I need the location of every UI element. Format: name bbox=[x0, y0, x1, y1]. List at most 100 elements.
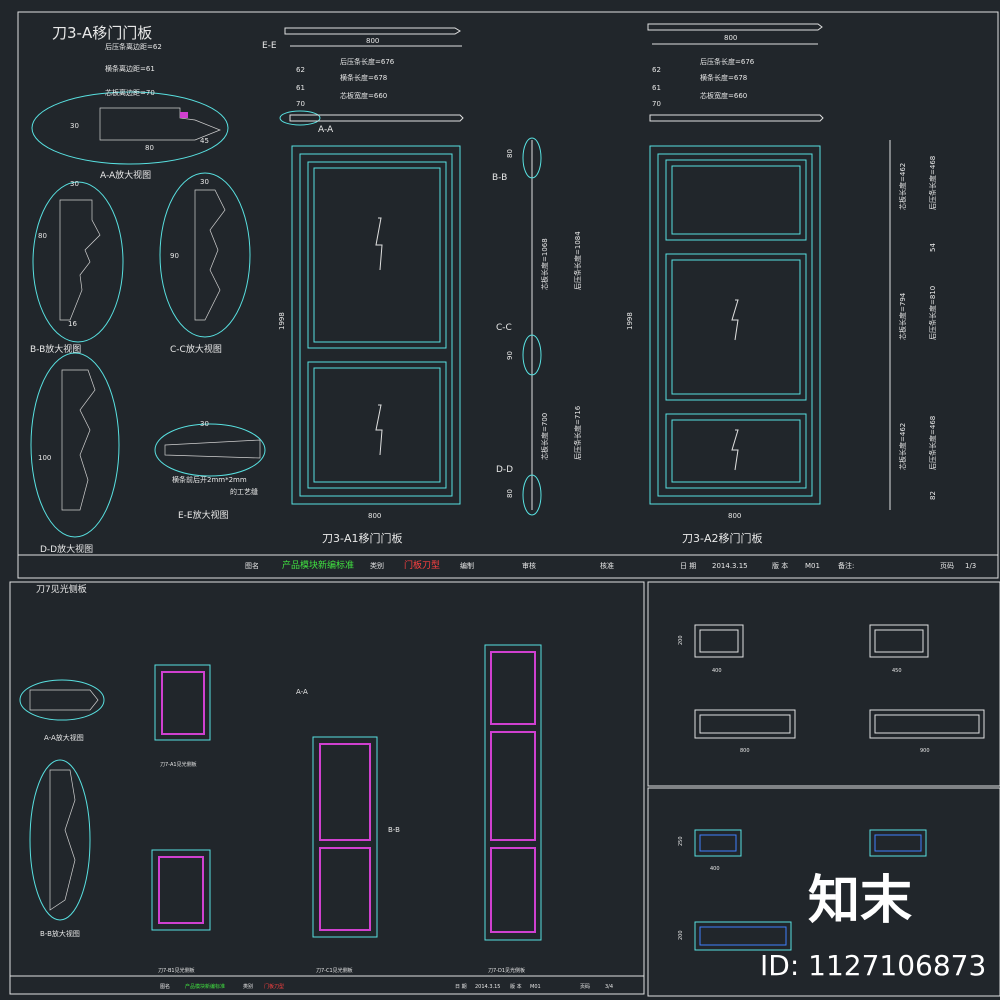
tb-date-label: 日 期 bbox=[680, 562, 696, 570]
a2-dim-70: 70 bbox=[652, 100, 661, 108]
a1-bottom-800: 800 bbox=[368, 512, 381, 520]
right-dim-54: 54 bbox=[929, 243, 937, 252]
mid-bb-marker bbox=[522, 137, 542, 179]
aa-profile bbox=[99, 107, 221, 141]
br-panel-800b bbox=[694, 921, 792, 951]
aa-slot-mark bbox=[180, 112, 188, 118]
bl-bb-label: B-B放大视图 bbox=[40, 929, 80, 938]
door-a2-outer bbox=[649, 145, 821, 505]
bl-a1-title: 刀7-A1见光侧板 bbox=[160, 761, 197, 768]
br-panel-400 bbox=[694, 624, 744, 658]
bl-tb-page-value: 3/4 bbox=[605, 984, 613, 990]
cc-view-ellipse bbox=[159, 172, 251, 338]
top-sheet-title: 刀3-A移门门板 bbox=[52, 24, 152, 42]
bl-c1-title: 刀7-C1见光侧板 bbox=[316, 967, 353, 974]
dd-view-label: D-D放大视图 bbox=[40, 543, 93, 555]
a1-rear-strip-len: 后压条长度=676 bbox=[340, 57, 395, 66]
mid-core-len-1068: 芯板长度=1068 bbox=[540, 238, 549, 290]
mid-core-len-700: 芯板长度=700 bbox=[540, 413, 549, 460]
bottom-right-bottom-border bbox=[647, 787, 1000, 997]
mid-cc-marker bbox=[522, 334, 542, 376]
tb-name-label: 图名 bbox=[245, 561, 259, 570]
door-a1-inner bbox=[299, 153, 453, 497]
br-panel-450b bbox=[869, 829, 927, 857]
bl-aa-profile bbox=[29, 689, 99, 711]
tb-category-label: 类别 bbox=[370, 561, 384, 570]
tb-name-value: 产品模块新编标准 bbox=[282, 559, 354, 571]
bl-b1-panel bbox=[158, 856, 204, 924]
dim-rail-edge: 横条离边距=61 bbox=[105, 64, 155, 73]
bl-tb-page-label: 页码 bbox=[580, 983, 590, 990]
a2-grain-arrow bbox=[731, 299, 739, 341]
bl-d1-panel-2 bbox=[490, 731, 536, 841]
mid-dd-marker bbox=[522, 474, 542, 516]
br-panel-800-inner bbox=[699, 714, 791, 734]
bottom-left-sheet-border bbox=[9, 581, 645, 995]
door-a2-panel-2-inner bbox=[671, 259, 801, 395]
right-dim-82: 82 bbox=[929, 491, 937, 500]
bl-tb-category-value: 门板刀型 bbox=[264, 983, 284, 990]
door-a1-panel-bottom-inner bbox=[313, 367, 441, 483]
door-a2-panel-1 bbox=[665, 159, 807, 241]
a1-top-section bbox=[284, 27, 461, 35]
a2-bottom-800: 800 bbox=[728, 512, 741, 520]
bl-sheet-title: 刀7见光侧板 bbox=[36, 583, 87, 595]
dd-dim-100: 100 bbox=[38, 454, 51, 462]
aa-view-ellipse bbox=[31, 91, 229, 165]
tb-remark-label: 备注: bbox=[838, 561, 854, 570]
br-dim-200b: 200 bbox=[678, 930, 684, 940]
a2-dim-1998: 1998 bbox=[626, 312, 634, 330]
a1-aa-marker bbox=[279, 110, 321, 126]
door-a2-inner bbox=[657, 153, 813, 497]
door-a2-panel-3 bbox=[665, 413, 807, 489]
a2-title: 刀3-A2移门门板 bbox=[682, 531, 763, 545]
a1-dim-62: 62 bbox=[296, 66, 305, 74]
right-rear-len-810: 后压条长度=810 bbox=[928, 286, 937, 340]
bl-d1-panel-3 bbox=[490, 847, 536, 933]
dd-view-ellipse bbox=[30, 352, 120, 538]
dd-profile bbox=[61, 369, 96, 511]
br-dim-400b: 400 bbox=[710, 866, 720, 872]
bb-dim-30: 30 bbox=[70, 180, 79, 188]
mid-dim-80: 80 bbox=[506, 149, 514, 158]
a2-grain-arrow-2 bbox=[731, 429, 739, 471]
bl-tb-date-label: 日 期 bbox=[455, 984, 467, 990]
door-a2-panel-1-inner bbox=[671, 165, 801, 235]
a1-dim-61: 61 bbox=[296, 84, 305, 92]
bl-bb-profile bbox=[49, 769, 76, 911]
br-dim-800: 800 bbox=[740, 748, 750, 754]
cc-profile bbox=[194, 189, 226, 321]
tb-version-label: 版 本 bbox=[772, 561, 788, 570]
section-bb-label: B-B bbox=[492, 173, 507, 183]
br-panel-450b-inner bbox=[874, 834, 922, 852]
right-core-len-462b: 芯板长度=462 bbox=[898, 423, 907, 470]
bottom-right-top-border bbox=[647, 581, 1000, 787]
br-panel-800b-inner bbox=[699, 926, 787, 946]
bb-view-ellipse bbox=[32, 181, 124, 343]
a2-rear-strip-len: 后压条长度=676 bbox=[700, 57, 755, 66]
bl-tb-category-label: 类别 bbox=[243, 983, 253, 990]
ee-profile bbox=[164, 439, 261, 459]
bb-dim-16: 16 bbox=[68, 320, 77, 328]
a1-aa-section bbox=[289, 114, 464, 122]
section-cc-label: C-C bbox=[496, 323, 512, 333]
tb-approved-label: 核准 bbox=[600, 561, 614, 570]
a2-core-width: 芯板宽度=660 bbox=[700, 91, 747, 100]
section-ee-label: E-E bbox=[262, 41, 277, 51]
bl-tb-version-label: 版 本 bbox=[510, 983, 522, 990]
br-panel-800 bbox=[694, 709, 796, 739]
bl-tb-version-value: M01 bbox=[530, 984, 541, 990]
tb-page-label: 页码 bbox=[940, 562, 954, 570]
bl-b1-outer bbox=[151, 849, 211, 931]
a1-dim-70: 70 bbox=[296, 100, 305, 108]
cc-dim-90: 90 bbox=[170, 252, 179, 260]
ee-dim-30: 30 bbox=[200, 420, 209, 428]
a1-core-width: 芯板宽度=660 bbox=[340, 91, 387, 100]
bl-a1-outer bbox=[154, 664, 211, 741]
mid-rear-len-1084: 后压条长度=1084 bbox=[573, 231, 582, 290]
top-sheet-border bbox=[17, 11, 999, 579]
door-a2-panel-2 bbox=[665, 253, 807, 401]
aa-dim-45: 45 bbox=[200, 137, 209, 145]
ee-view-ellipse bbox=[154, 423, 266, 477]
ee-view-label: E-E放大视图 bbox=[178, 509, 229, 521]
